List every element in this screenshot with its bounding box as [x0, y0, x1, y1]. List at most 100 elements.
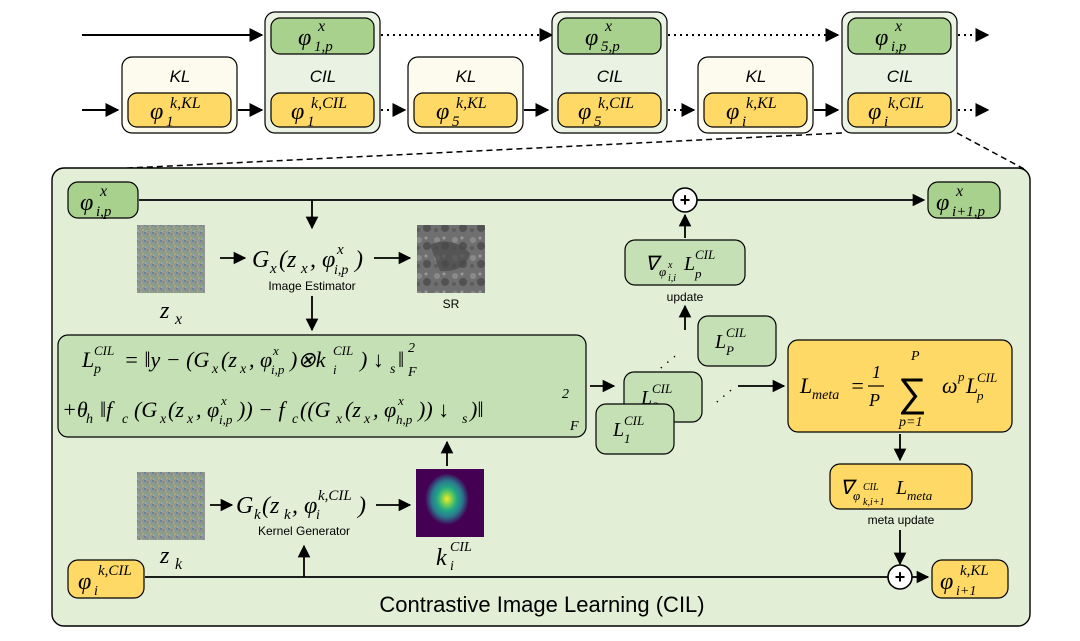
kl-block-1: KL φ k,KL 1	[121, 56, 238, 134]
svg-text:5: 5	[594, 114, 602, 130]
svg-text:5,p: 5,p	[601, 39, 620, 55]
svg-text:i: i	[94, 584, 98, 599]
svg-text:)) − f: )) − f	[236, 397, 287, 422]
svg-text:, φ: , φ	[373, 397, 396, 422]
svg-text:i,p: i,p	[271, 362, 285, 377]
phi-1-kl-sub: 1	[166, 114, 174, 130]
svg-text:x: x	[272, 343, 279, 358]
svg-text:x: x	[99, 183, 107, 200]
cil-block-1: φ x 1,p CIL φ k,CIL 1	[264, 11, 381, 134]
svg-text:F: F	[407, 365, 417, 380]
svg-text:(z: (z	[279, 247, 297, 273]
kernel-sub: i	[450, 559, 454, 574]
svg-text:p: p	[976, 388, 984, 403]
svg-text:h: h	[86, 412, 93, 427]
panel-title: Contrastive Image Learning (CIL)	[379, 592, 704, 617]
svg-text:φ: φ	[291, 99, 304, 125]
image-estimator-label: Image Estimator	[268, 279, 355, 293]
svg-text:φ: φ	[936, 190, 949, 216]
svg-text:): )	[356, 493, 366, 519]
svg-text:φ: φ	[578, 99, 591, 125]
svg-text:x: x	[335, 412, 343, 427]
svg-text:x: x	[363, 412, 371, 427]
kernel-generator: G k (z k , φ k,CIL i ) Kernel Generator	[236, 488, 366, 538]
svg-text:i,i: i,i	[668, 273, 676, 284]
sr-label: SR	[443, 297, 460, 311]
svg-text:(z: (z	[168, 397, 184, 422]
zx-sub: x	[174, 311, 182, 328]
svg-text:CIL: CIL	[977, 370, 997, 385]
svg-text:, φ: , φ	[292, 493, 317, 519]
svg-text:(G: (G	[134, 397, 157, 422]
svg-text:x: x	[667, 260, 673, 271]
svg-text:CIL: CIL	[94, 343, 114, 358]
svg-text:p=1: p=1	[898, 415, 922, 430]
svg-text:= ‖y − (G: = ‖y − (G	[124, 347, 209, 372]
update-label: update	[667, 290, 704, 304]
svg-text:i: i	[742, 114, 746, 130]
svg-text:, φ: , φ	[196, 397, 219, 422]
svg-text:x: x	[269, 261, 277, 277]
svg-text:φ: φ	[585, 25, 598, 51]
svg-text:c: c	[292, 412, 299, 427]
svg-text:P: P	[910, 349, 920, 364]
svg-text:L: L	[683, 253, 695, 275]
svg-text:CIL: CIL	[695, 247, 715, 262]
svg-text:i: i	[333, 362, 337, 377]
svg-text:G: G	[252, 247, 269, 273]
svg-text:x: x	[955, 183, 963, 200]
svg-text:2: 2	[408, 341, 415, 356]
svg-text:L: L	[81, 347, 94, 372]
svg-text:1: 1	[307, 114, 315, 130]
kl-label: KL	[456, 67, 477, 86]
image-estimator: G x (z x , φ x i,p ) Image Estimator	[252, 242, 363, 293]
svg-text:) ↓: ) ↓	[358, 347, 384, 372]
svg-text:k: k	[254, 507, 261, 523]
svg-text:x: x	[336, 242, 344, 258]
svg-text:c: c	[122, 412, 129, 427]
cil-block-5: φ x 5,p CIL φ k,CIL 5	[551, 11, 668, 134]
svg-text:i,p: i,p	[334, 263, 348, 278]
svg-text:φ: φ	[726, 99, 739, 125]
svg-text:i: i	[316, 508, 320, 523]
svg-text:ω: ω	[942, 373, 958, 398]
svg-text:p: p	[694, 266, 702, 281]
svg-text:L: L	[612, 419, 624, 441]
phi-1-kl-sup: k,KL	[170, 95, 201, 112]
svg-text:k,KL: k,KL	[746, 95, 777, 112]
svg-text:G: G	[236, 493, 253, 519]
svg-text:φ: φ	[78, 569, 91, 595]
svg-text:φ: φ	[853, 488, 860, 503]
svg-text:φ: φ	[868, 99, 881, 125]
svg-text:‖: ‖	[398, 347, 404, 372]
phi-k-input: φ k,CIL i	[67, 559, 145, 599]
svg-text:L: L	[714, 331, 726, 353]
phi-x-output: φ x i+1,p	[927, 181, 1001, 220]
svg-text:CIL: CIL	[624, 413, 644, 428]
svg-text:∑: ∑	[898, 371, 927, 415]
svg-text:p: p	[957, 369, 965, 384]
cil-label: CIL	[310, 67, 336, 86]
svg-text:k,CIL: k,CIL	[598, 95, 634, 112]
svg-text:P: P	[868, 390, 880, 410]
svg-text:i+1: i+1	[956, 584, 976, 599]
svg-text:L: L	[895, 477, 907, 499]
svg-text:s: s	[390, 362, 396, 377]
svg-text:k,KL: k,KL	[456, 95, 487, 112]
svg-text:meta: meta	[812, 388, 839, 403]
kl-block-5: KL φ k,KL 5	[407, 56, 524, 134]
svg-text:2: 2	[562, 387, 569, 402]
svg-text:φ: φ	[80, 190, 93, 216]
svg-text:‖f: ‖f	[100, 397, 115, 422]
cil-block-i: φ x i,p CIL φ k,CIL i	[841, 11, 958, 134]
svg-text:, φ: , φ	[310, 247, 335, 273]
svg-text:φ: φ	[436, 99, 449, 125]
svg-text:((G: ((G	[300, 397, 331, 422]
kernel-label: k	[436, 545, 447, 571]
noise-image-zk	[137, 472, 205, 540]
svg-text:1: 1	[624, 431, 631, 446]
kernel-sup: CIL	[450, 540, 472, 555]
svg-text:k: k	[284, 507, 291, 523]
kl-label: KL	[170, 67, 191, 86]
svg-text:)) ↓: )) ↓	[416, 397, 449, 422]
